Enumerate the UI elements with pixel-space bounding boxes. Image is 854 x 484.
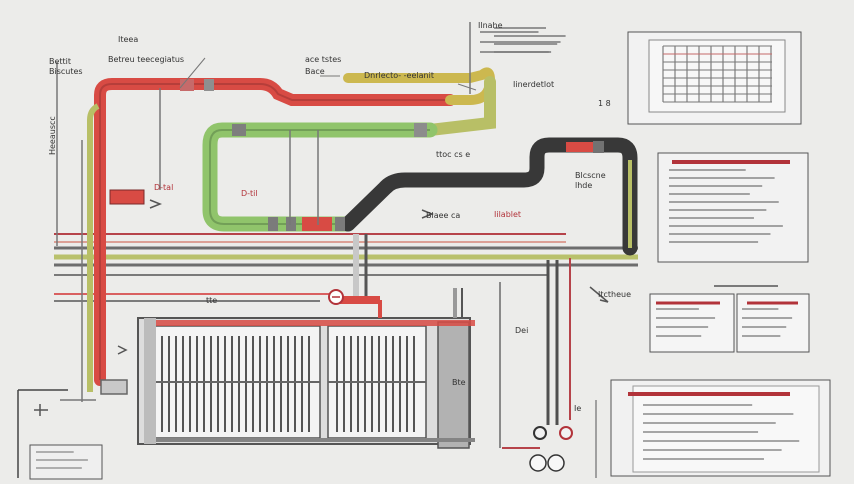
pipe-fittings	[180, 79, 427, 231]
dark-main-pipe	[340, 137, 638, 256]
dark-pipe-red-band	[566, 142, 594, 152]
fitting-green-a	[232, 124, 246, 136]
label-bottom-gauge: Ie	[574, 404, 582, 413]
label-left-vertical: Heeauscc	[48, 116, 57, 155]
top-red-pipe-outline	[99, 83, 450, 380]
yellow-vertical-pipe	[87, 103, 100, 392]
right-top-panel-inner	[648, 39, 786, 113]
label-loop-mid: D-til	[241, 189, 258, 198]
fitting-top-a	[180, 79, 194, 91]
label-upper-right-mid2: 1 8	[598, 99, 611, 108]
label-top-mid-a: Iteea	[118, 35, 139, 44]
label-top-left-b: Biscutes	[49, 67, 83, 76]
arrow-right-b	[599, 299, 609, 303]
fitting-bottom-a	[268, 217, 278, 231]
arrow-left-b	[117, 345, 128, 355]
label-arrow-mid: tte	[206, 296, 218, 305]
pipe-callout-b	[457, 83, 477, 91]
green-loop-outline	[209, 129, 430, 225]
label-top-left-a: Bettit	[49, 57, 72, 66]
label-bottom-center: Dei	[515, 326, 529, 335]
right-bottom-panel-inner	[632, 385, 820, 473]
right-top-grid	[662, 45, 772, 103]
arrow-right-a	[589, 286, 609, 303]
radiator-top-red-line	[145, 320, 475, 326]
right-instrumentation	[499, 258, 597, 478]
bottom-gauge-left	[533, 426, 547, 440]
left-red-valve	[109, 189, 145, 205]
left-device-box	[100, 379, 128, 395]
label-upper-right-top: Ilnahe	[478, 21, 503, 30]
label-center-mid: Blaee ca	[426, 211, 461, 220]
guide-lines	[54, 233, 638, 302]
label-center-red: Iilablet	[494, 210, 522, 219]
bottom-gauge-right	[559, 426, 573, 440]
gauge-bottom-b	[547, 454, 565, 472]
top-red-pipe	[94, 78, 456, 386]
arrow-left-a	[149, 199, 163, 209]
label-top-mid-c: Bace	[305, 67, 325, 76]
fitting-bottom-c	[335, 217, 345, 231]
right-yellow-bend	[424, 76, 496, 136]
radiator-left-fins	[145, 336, 320, 432]
left-connector-lines	[17, 22, 477, 478]
green-loop-pipe	[202, 122, 438, 232]
radiator-unit	[137, 317, 475, 449]
radiator-connections	[328, 234, 463, 318]
fitting-top-b	[204, 79, 214, 91]
panel-text-lines	[36, 27, 800, 469]
label-upper-mid-tag: ttoc cs e	[436, 150, 471, 159]
label-left-mid: D-tal	[154, 183, 174, 192]
radiator-bottom-line	[145, 438, 475, 442]
label-right-arrow: Itctheue	[598, 290, 632, 299]
fitting-bottom-red	[302, 217, 332, 231]
radiator-side-tank	[437, 321, 470, 449]
pipe-callout-a	[179, 57, 206, 89]
radiator-left-end	[144, 318, 156, 444]
dark-pipe-clamp	[593, 141, 604, 153]
label-top-mid-b: ace tstes	[305, 55, 342, 64]
arrow-mid-a	[421, 209, 435, 219]
label-right-mid-a: Blcscne	[575, 171, 606, 180]
label-top-mid-d: Dnrlecto- -eelanit	[364, 71, 434, 80]
fitting-green-b	[414, 123, 427, 137]
left-bottom-note	[29, 444, 103, 480]
radiator-right-fins	[328, 336, 426, 432]
right-mid-panel	[657, 152, 809, 263]
label-upper-left-pipe: Betreu teecegiatus	[108, 55, 185, 64]
label-bottom-right-vertical: Bte	[452, 378, 466, 387]
flow-symbols	[34, 199, 609, 416]
fitting-bottom-b	[286, 217, 296, 231]
label-upper-right-mid: Iinerdetlot	[513, 80, 555, 89]
label-right-mid-b: lhde	[575, 181, 593, 190]
gauge-bottom-a	[529, 454, 547, 472]
